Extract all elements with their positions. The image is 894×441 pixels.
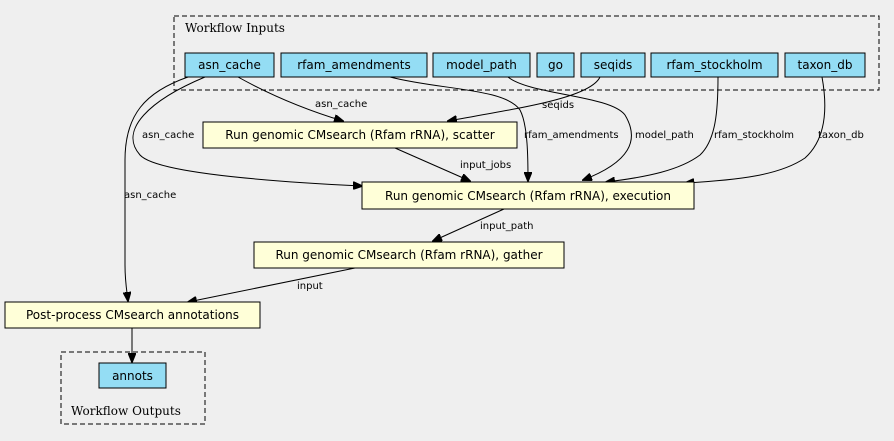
workflow-outputs-cluster: Workflow Outputs [60,351,206,425]
input-node-asn-cache[interactable]: asn_cache [184,52,275,78]
edge-asn-cache-scatter [237,76,343,121]
step-node-scatter-label: Run genomic CMsearch (Rfam rRNA), scatte… [225,128,494,142]
step-node-execution-label: Run genomic CMsearch (Rfam rRNA), execut… [385,189,671,203]
workflow-inputs-title: Workflow Inputs [185,21,285,35]
edge-gather-postprocess [188,267,356,302]
input-nodes: asn_cache rfam_amendments model_path go … [184,52,866,78]
edge-label-taxon-db-execution: taxon_db [818,130,864,141]
step-node-scatter[interactable]: Run genomic CMsearch (Rfam rRNA), scatte… [202,121,518,149]
step-node-postprocess-label: Post-process CMsearch annotations [26,308,239,322]
edge-label-scatter-execution: input_jobs [460,160,511,171]
edge-label-seqids-scatter: seqids [542,100,574,111]
input-node-model-path[interactable]: model_path [432,52,531,78]
input-node-rfam-stockholm-label: rfam_stockholm [666,58,762,72]
input-node-rfam-amendments[interactable]: rfam_amendments [280,52,428,78]
input-node-model-path-label: model_path [446,58,517,72]
output-node-annots[interactable]: annots [98,362,167,389]
input-node-asn-cache-label: asn_cache [198,58,261,72]
step-node-postprocess[interactable]: Post-process CMsearch annotations [4,301,261,329]
edge-rfam-amendments-execution [389,76,528,181]
input-node-go[interactable]: go [536,52,575,78]
output-nodes: annots [98,362,167,389]
input-node-taxon-db[interactable]: taxon_db [784,52,866,78]
input-node-rfam-stockholm[interactable]: rfam_stockholm [650,52,779,78]
step-node-gather[interactable]: Run genomic CMsearch (Rfam rRNA), gather [253,241,565,269]
edge-label-asn-cache-postprocess: asn_cache [124,190,176,201]
edge-model-path-execution [507,76,632,180]
edge-seqids-scatter [448,76,601,121]
edge-asn-cache-postprocess [125,76,189,301]
edge-label-gather-postprocess: input [297,281,323,292]
input-node-seqids[interactable]: seqids [580,52,646,78]
edge-taxon-db-execution [685,76,826,183]
workflow-outputs-title: Workflow Outputs [71,404,181,418]
edge-label-model-path-execution: model_path [635,130,694,141]
input-node-seqids-label: seqids [594,58,632,72]
edge-label-rfam-stockholm-execution: rfam_stockholm [714,130,794,141]
edge-label-rfam-amendments-execution: rfam_amendments [524,130,619,141]
output-node-annots-label: annots [112,369,153,383]
edges: asn_cache asn_cache asn_cache seqids rfa… [124,76,864,362]
input-node-rfam-amendments-label: rfam_amendments [297,58,410,72]
edge-execution-gather [433,208,505,241]
edge-rfam-stockholm-execution [606,76,719,182]
edge-label-asn-cache-scatter: asn_cache [315,99,367,110]
workflow-inputs-cluster: Workflow Inputs [173,15,880,91]
step-node-execution[interactable]: Run genomic CMsearch (Rfam rRNA), execut… [361,181,695,210]
edge-label-asn-cache-execution: asn_cache [142,130,194,141]
input-node-go-label: go [548,58,563,72]
edge-asn-cache-execution [132,76,362,186]
input-node-taxon-db-label: taxon_db [798,58,853,72]
edge-scatter-execution [394,147,470,181]
step-node-gather-label: Run genomic CMsearch (Rfam rRNA), gather [275,248,542,262]
edge-label-execution-gather: input_path [480,221,533,232]
step-nodes: Run genomic CMsearch (Rfam rRNA), scatte… [4,121,695,329]
